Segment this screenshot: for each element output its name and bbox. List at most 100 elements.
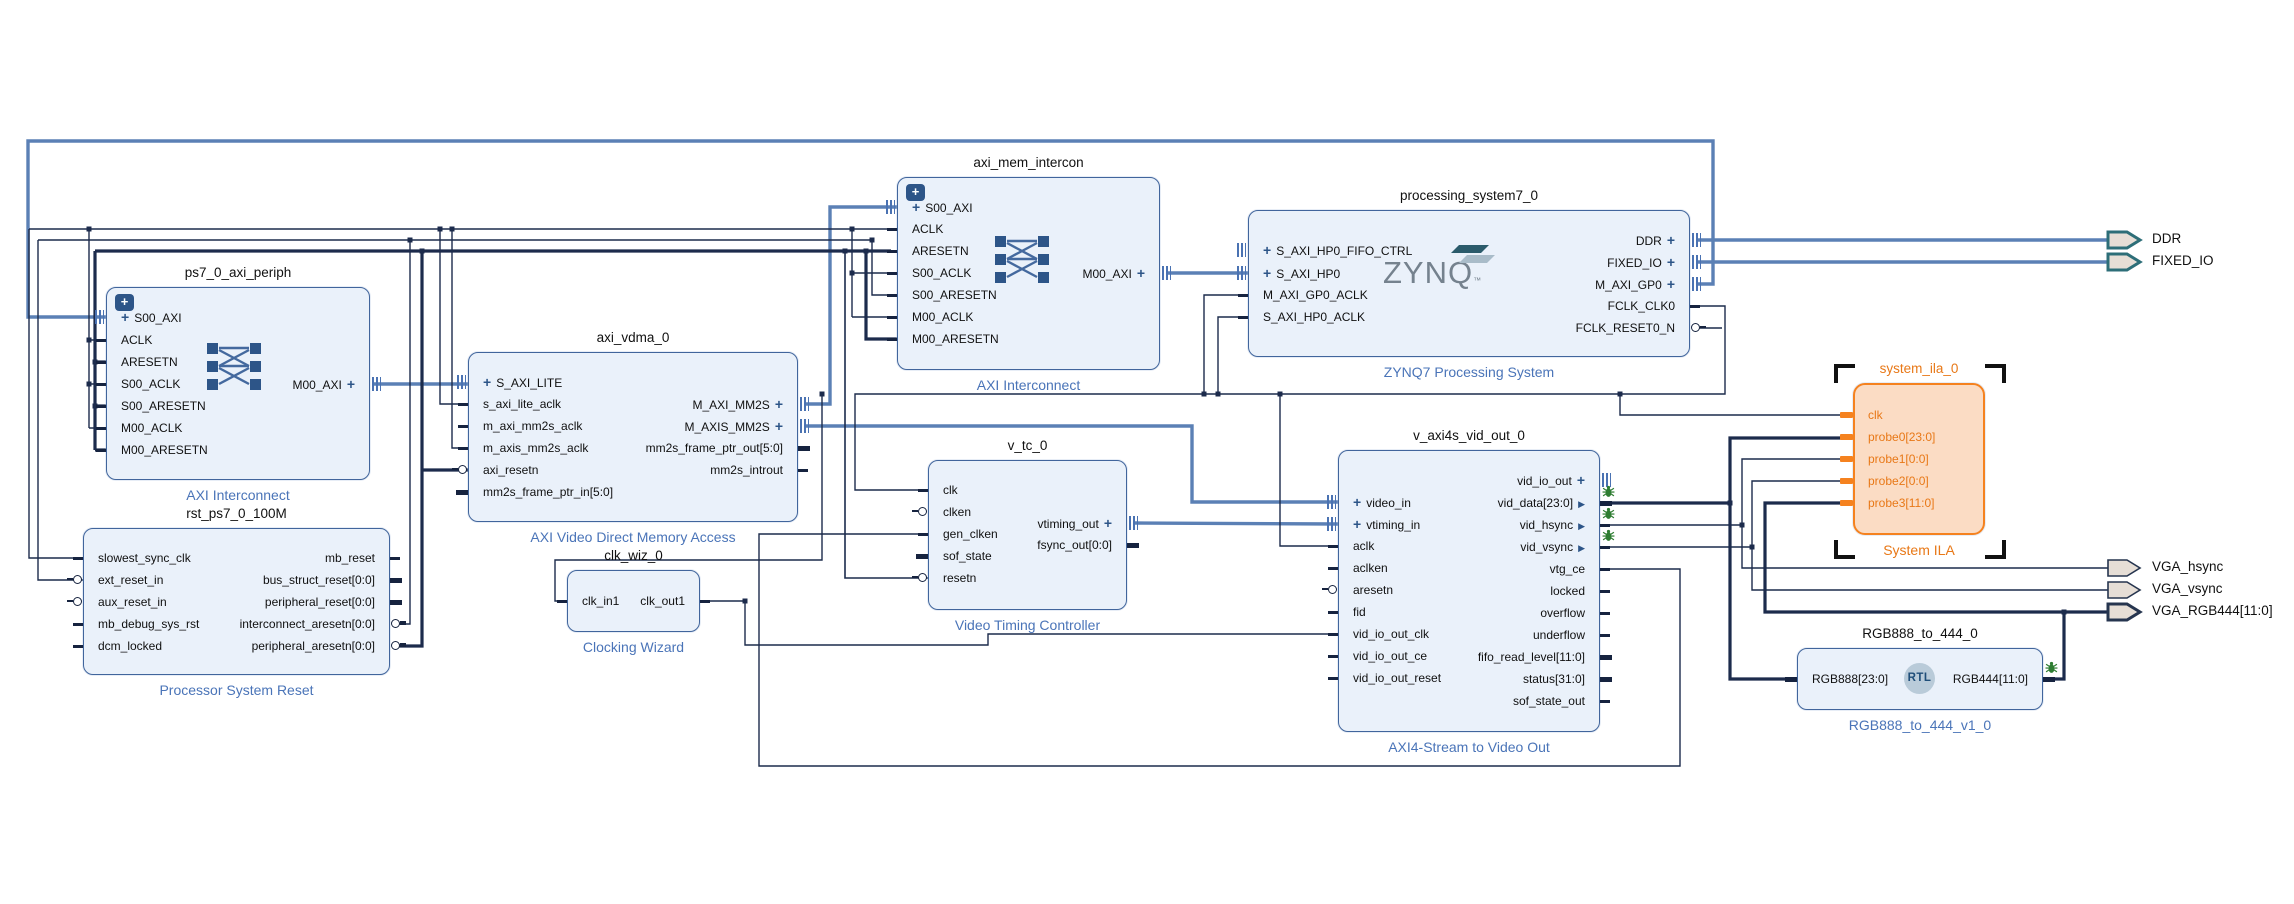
- interface-plus-icon[interactable]: +: [1353, 494, 1362, 510]
- port-aclk[interactable]: ACLK: [887, 221, 1160, 237]
- port-clk[interactable]: clk: [1840, 407, 1985, 423]
- port-s_axi_lite[interactable]: +S_AXI_LITE: [457, 374, 798, 390]
- wire[interactable]: [1132, 521, 1339, 526]
- expand-collapse-button[interactable]: +: [115, 294, 134, 311]
- port-fsync_out00[interactable]: fsync_out[0:0]: [928, 537, 1139, 553]
- interface-plus-icon[interactable]: +: [1666, 232, 1675, 248]
- port-mm2s_frame_ptr_in50[interactable]: mm2s_frame_ptr_in[5:0]: [456, 484, 798, 500]
- port-clk_in1[interactable]: clk_in1: [557, 593, 700, 609]
- port-clken[interactable]: clken: [912, 504, 1127, 520]
- port-s00_aclk[interactable]: S00_ACLK: [96, 376, 370, 392]
- port-s00_axi[interactable]: +S00_AXI: [95, 309, 370, 325]
- port-vid_io_out_clk[interactable]: vid_io_out_clk: [1328, 626, 1600, 642]
- interface-plus-icon[interactable]: +: [483, 374, 492, 390]
- port-vid_io_out_reset[interactable]: vid_io_out_reset: [1328, 670, 1600, 686]
- wire[interactable]: [37, 240, 83, 581]
- port-overflow[interactable]: overflow: [1338, 605, 1610, 621]
- block-body[interactable]: [468, 352, 798, 522]
- port-vid_io_out_ce[interactable]: vid_io_out_ce: [1328, 648, 1600, 664]
- interface-plus-icon[interactable]: +: [346, 376, 355, 392]
- interface-plus-icon[interactable]: +: [121, 309, 130, 325]
- interface-plus-icon[interactable]: +: [1666, 254, 1675, 270]
- port-fid[interactable]: fid: [1328, 604, 1600, 620]
- wire[interactable]: [871, 240, 897, 296]
- port-gen_clken[interactable]: gen_clken: [918, 526, 1127, 542]
- wire[interactable]: [804, 205, 897, 406]
- port-aresetn[interactable]: aresetn: [1322, 582, 1600, 598]
- interface-plus-icon[interactable]: +: [1136, 265, 1145, 281]
- port-s00_axi[interactable]: +S00_AXI: [886, 199, 1160, 215]
- port-probe3110[interactable]: probe3[11:0]: [1840, 495, 1985, 511]
- port-s00_aclk[interactable]: S00_ACLK: [887, 265, 1160, 281]
- block-body[interactable]: [1853, 383, 1985, 535]
- port-m_axi_gp0[interactable]: M_AXI_GP0+: [1248, 276, 1701, 292]
- wire[interactable]: [26, 139, 1715, 319]
- port-m00_axi[interactable]: M00_AXI+: [897, 265, 1171, 281]
- port-m_axi_gp0_aclk[interactable]: M_AXI_GP0_ACLK: [1238, 287, 1690, 303]
- external-port-vga_hsync[interactable]: VGA_hsync: [2106, 557, 2223, 579]
- port-aclk[interactable]: ACLK: [96, 332, 370, 348]
- block-body[interactable]: [928, 460, 1127, 610]
- block-body[interactable]: [567, 570, 700, 632]
- port-locked[interactable]: locked: [1338, 583, 1610, 599]
- wire[interactable]: [1600, 458, 1853, 526]
- port-vtg_ce[interactable]: vtg_ce: [1338, 561, 1610, 577]
- port-vid_data230[interactable]: vid_data[23:0]▶: [1338, 485, 1615, 511]
- port-probe0230[interactable]: probe0[23:0]: [1840, 429, 1985, 445]
- port-aux_reset_in[interactable]: aux_reset_in: [67, 594, 390, 610]
- wire[interactable]: [1763, 501, 2064, 614]
- port-probe100[interactable]: probe1[0:0]: [1840, 451, 1985, 467]
- port-m00_axi[interactable]: M00_AXI+: [106, 376, 381, 392]
- port-interconnect_aresetn00[interactable]: interconnect_aresetn[0:0]: [83, 616, 406, 632]
- port-ext_reset_in[interactable]: ext_reset_in: [67, 572, 390, 588]
- port-mm2s_introut[interactable]: mm2s_introut: [468, 462, 808, 478]
- interface-plus-icon[interactable]: +: [774, 418, 783, 434]
- port-s_axi_hp0_aclk[interactable]: S_AXI_HP0_ACLK: [1238, 309, 1690, 325]
- interface-plus-icon[interactable]: +: [1666, 276, 1675, 292]
- port-s_axi_hp0[interactable]: +S_AXI_HP0: [1237, 265, 1690, 281]
- port-s_axi_lite_aclk[interactable]: s_axi_lite_aclk: [458, 396, 798, 412]
- wire[interactable]: [1728, 503, 1797, 681]
- port-video_in[interactable]: +video_in: [1327, 494, 1600, 510]
- port-vid_io_out[interactable]: vid_io_out+: [1338, 472, 1611, 488]
- interface-plus-icon[interactable]: +: [1103, 515, 1112, 531]
- port-ddr[interactable]: DDR+: [1248, 232, 1701, 248]
- wire[interactable]: [396, 251, 424, 648]
- interface-plus-icon[interactable]: +: [1263, 265, 1272, 281]
- port-fixed_io[interactable]: FIXED_IO+: [1248, 254, 1701, 270]
- wire[interactable]: [804, 424, 1338, 504]
- wire[interactable]: [864, 251, 897, 341]
- port-bus_struct_reset00[interactable]: bus_struct_reset[0:0]: [83, 572, 402, 588]
- external-port-vga_rgb444110[interactable]: VGA_RGB444[11:0]: [2106, 601, 2273, 623]
- port-mb_debug_sys_rst[interactable]: mb_debug_sys_rst: [73, 616, 390, 632]
- port-m_axi_mm2s_aclk[interactable]: m_axi_mm2s_aclk: [458, 418, 798, 434]
- block-body[interactable]: [83, 528, 390, 675]
- port-probe200[interactable]: probe2[0:0]: [1840, 473, 1985, 489]
- port-vtiming_in[interactable]: +vtiming_in: [1327, 516, 1600, 532]
- external-port-ddr[interactable]: DDR: [2106, 229, 2181, 251]
- port-s00_aresetn[interactable]: S00_ARESETN: [887, 287, 1160, 303]
- port-status310[interactable]: status[31:0]: [1338, 671, 1612, 687]
- port-fclk_reset0_n[interactable]: FCLK_RESET0_N: [1248, 320, 1706, 336]
- port-vid_vsync[interactable]: vid_vsync▶: [1338, 529, 1615, 555]
- port-mm2s_frame_ptr_out50[interactable]: mm2s_frame_ptr_out[5:0]: [468, 440, 810, 456]
- port-rgb444110[interactable]: RGB444[11:0]: [1797, 661, 2058, 687]
- port-rgb888230[interactable]: RGB888[23:0]: [1785, 671, 2043, 687]
- port-vid_hsync[interactable]: vid_hsync▶: [1338, 507, 1615, 533]
- wire[interactable]: [1741, 525, 2110, 569]
- port-clk_out1[interactable]: clk_out1: [567, 593, 710, 609]
- wire[interactable]: [1279, 394, 1338, 547]
- port-resetn[interactable]: resetn: [912, 570, 1127, 586]
- port-m00_aclk[interactable]: M00_ACLK: [887, 309, 1160, 325]
- port-aresetn[interactable]: ARESETN: [96, 354, 370, 370]
- port-peripheral_reset00[interactable]: peripheral_reset[0:0]: [83, 594, 402, 610]
- wire[interactable]: [844, 251, 928, 579]
- port-clk[interactable]: clk: [918, 482, 1127, 498]
